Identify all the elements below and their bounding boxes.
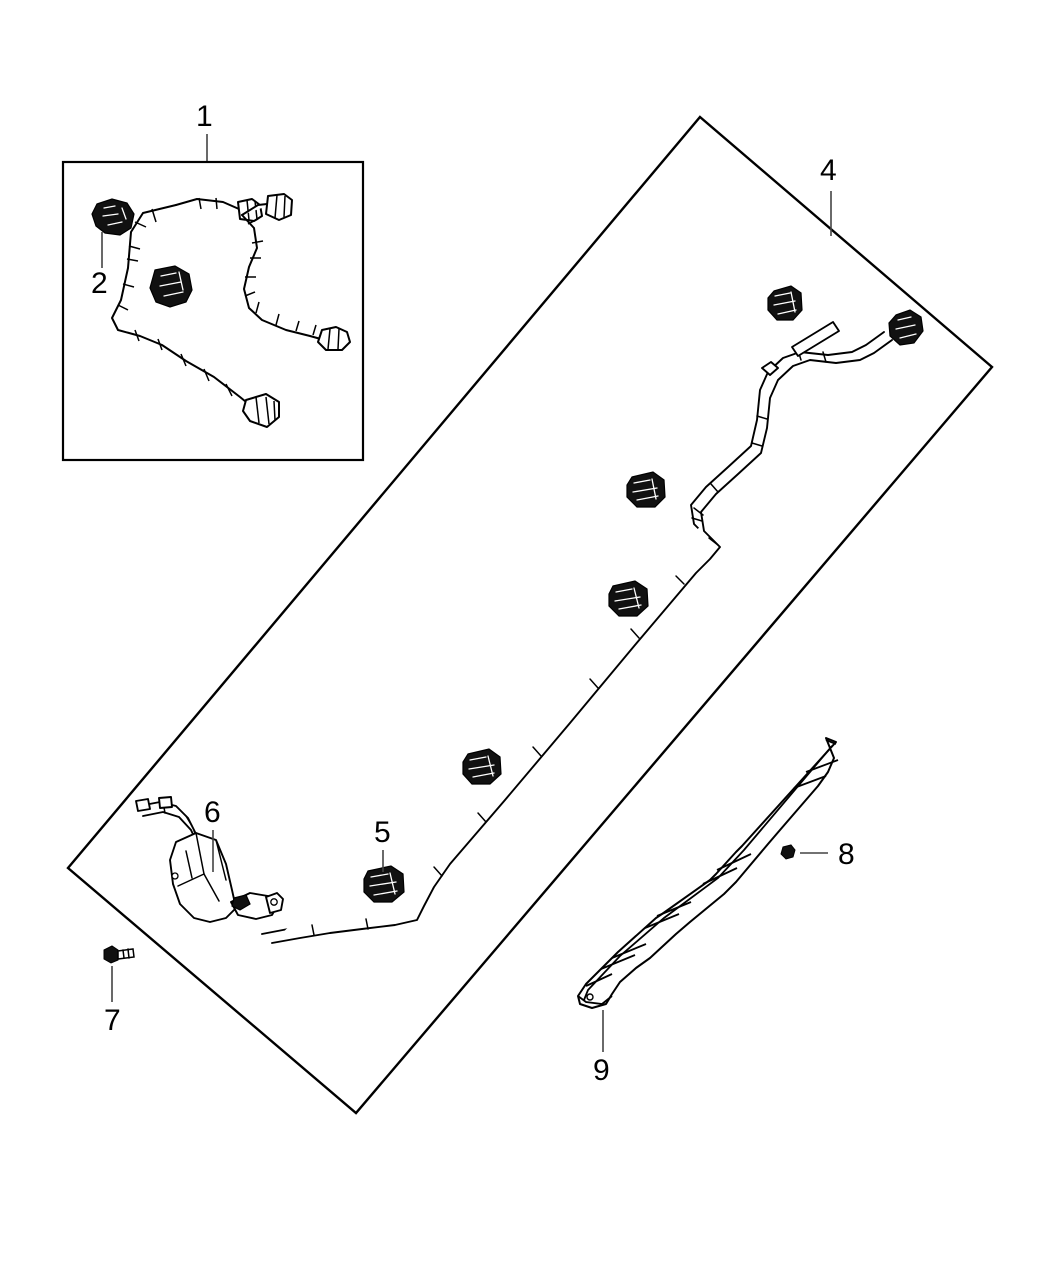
shield-ribs: [585, 759, 839, 987]
fuel-line-bundle-frame: [66, 115, 994, 1115]
fuel-line-zigzag-detail: [693, 507, 719, 546]
bracket-side-hole: [171, 872, 179, 880]
callout-8-label: 8: [838, 838, 855, 871]
fuel-line-shield: [577, 737, 839, 1009]
fuel-line-end-clip: [888, 309, 924, 346]
fuel-line-bracket: [135, 796, 284, 923]
callout-5-label: 5: [374, 816, 391, 849]
callout-8: 8: [800, 838, 855, 871]
shield-bolt: [780, 844, 796, 860]
fuel-line-clip-e: [363, 865, 405, 903]
bracket-bolt-thread-1: [122, 949, 125, 959]
callout-6: 6: [204, 796, 221, 872]
hose-left-body: [111, 204, 252, 407]
bracket-bolt-hole: [270, 898, 278, 906]
hose-retainer-clip-middle: [149, 265, 193, 308]
bracket-notch: [231, 894, 251, 911]
callout-4: 4: [820, 154, 837, 236]
bracket-tube-end-b: [158, 796, 173, 809]
bracket-bolt-thread-2: [127, 948, 130, 959]
callout-6-label: 6: [204, 796, 221, 829]
callout-4-label: 4: [820, 154, 837, 187]
hose-connector-top-right: [265, 193, 293, 221]
bracket-tube-end-a: [135, 798, 151, 812]
hose-left-ribs: [117, 208, 233, 397]
bracket-bolt-head: [103, 945, 119, 964]
hose-left-branch-ribs: [198, 197, 218, 210]
hose-assembly-inset: [91, 193, 351, 428]
fuel-line-clip-c: [608, 580, 649, 617]
shield-body: [577, 737, 837, 1009]
hose-retainer-clip-upper: [91, 198, 135, 236]
hose-connector-bottom: [242, 393, 280, 428]
shield-inner-edge: [583, 745, 833, 1001]
bracket-bolt: [103, 945, 135, 964]
callout-9: 9: [593, 1010, 610, 1087]
callout-2: 2: [91, 232, 108, 300]
fuel-line-bundle: [261, 309, 924, 944]
bracket-bolt-shaft: [117, 948, 135, 960]
hose-connector-right-end: [317, 326, 351, 351]
callout-7-label: 7: [104, 1004, 121, 1037]
fuel-line-junction-boss: [761, 361, 779, 376]
fuel-line-inner: [271, 339, 893, 944]
hose-right-ribs: [244, 218, 317, 336]
fuel-line-clip-b: [626, 471, 666, 508]
callout-7: 7: [104, 966, 121, 1037]
inset-detail-box: [61, 160, 365, 462]
shield-top-edge: [825, 739, 837, 745]
bracket-body-facets: [177, 832, 227, 902]
fuel-line-clip-d: [462, 748, 502, 785]
fuel-line-clip-a: [767, 285, 803, 321]
fuel-line-branch-stub: [791, 321, 840, 357]
callout-1-label: 1: [196, 100, 213, 133]
hose-right-body: [241, 214, 329, 342]
shield-bolt-head: [780, 844, 796, 860]
callout-9-label: 9: [593, 1054, 610, 1087]
shield-foot: [577, 995, 613, 1005]
callout-2-label: 2: [91, 267, 108, 300]
hose-left-branch: [175, 198, 240, 210]
callout-5: 5: [374, 816, 391, 872]
shield-foot-hole: [586, 993, 594, 1001]
callout-1: 1: [196, 100, 213, 162]
